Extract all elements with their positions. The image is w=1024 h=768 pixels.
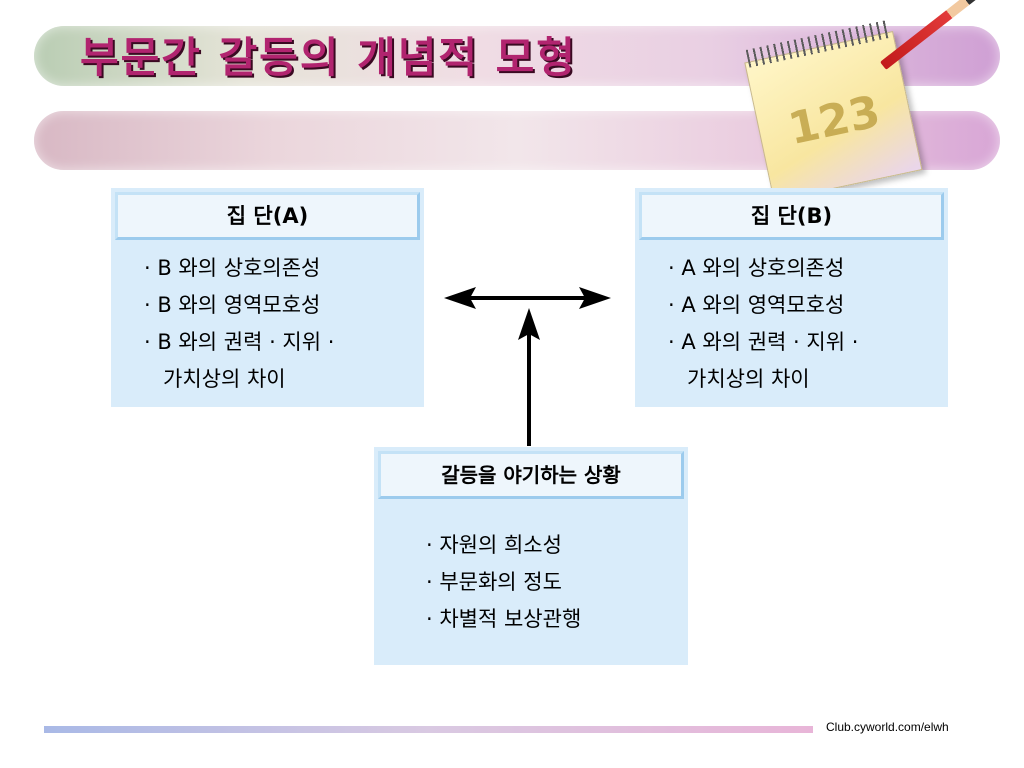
group-a-header: 집 단(A) bbox=[115, 192, 420, 240]
conflict-item: · 차별적 보상관행 bbox=[426, 607, 582, 631]
group-a-list: · B 와의 상호의존성 · B 와의 영역모호성 · B 와의 권력 · 지위… bbox=[144, 250, 334, 398]
group-a-item: 가치상의 차이 bbox=[163, 367, 286, 391]
conflict-item: · 자원의 희소성 bbox=[426, 533, 562, 557]
footer-source-text: Club.cyworld.com/elwh bbox=[826, 720, 949, 734]
group-a-box: 집 단(A) · B 와의 상호의존성 · B 와의 영역모호성 · B 와의 … bbox=[111, 188, 424, 407]
conflict-situation-header: 갈등을 야기하는 상황 bbox=[378, 451, 684, 499]
group-b-item: · A 와의 권력 · 지위 · bbox=[668, 330, 859, 354]
group-b-item: · A 와의 영역모호성 bbox=[668, 293, 845, 317]
group-b-item: 가치상의 차이 bbox=[687, 367, 810, 391]
footer-band bbox=[44, 726, 813, 733]
group-b-item: · A 와의 상호의존성 bbox=[668, 256, 845, 280]
conflict-situation-box: 갈등을 야기하는 상황 · 자원의 희소성 · 부문화의 정도 · 차별적 보상… bbox=[374, 447, 688, 665]
arrowhead-left bbox=[444, 287, 476, 309]
conflict-item: · 부문화의 정도 bbox=[426, 570, 562, 594]
arrowhead-right bbox=[579, 287, 611, 309]
group-a-item: · B 와의 영역모호성 bbox=[144, 293, 321, 317]
conflict-situation-list: · 자원의 희소성 · 부문화의 정도 · 차별적 보상관행 bbox=[426, 527, 581, 638]
group-b-list: · A 와의 상호의존성 · A 와의 영역모호성 · A 와의 권력 · 지위… bbox=[668, 250, 858, 398]
page-title: 부문간 갈등의 개념적 모형 bbox=[80, 33, 577, 82]
group-a-item: · B 와의 상호의존성 bbox=[144, 256, 321, 280]
arrowhead-up bbox=[518, 308, 540, 340]
group-b-box: 집 단(B) · A 와의 상호의존성 · A 와의 영역모호성 · A 와의 … bbox=[635, 188, 948, 407]
group-b-header: 집 단(B) bbox=[639, 192, 944, 240]
group-a-item: · B 와의 권력 · 지위 · bbox=[144, 330, 335, 354]
